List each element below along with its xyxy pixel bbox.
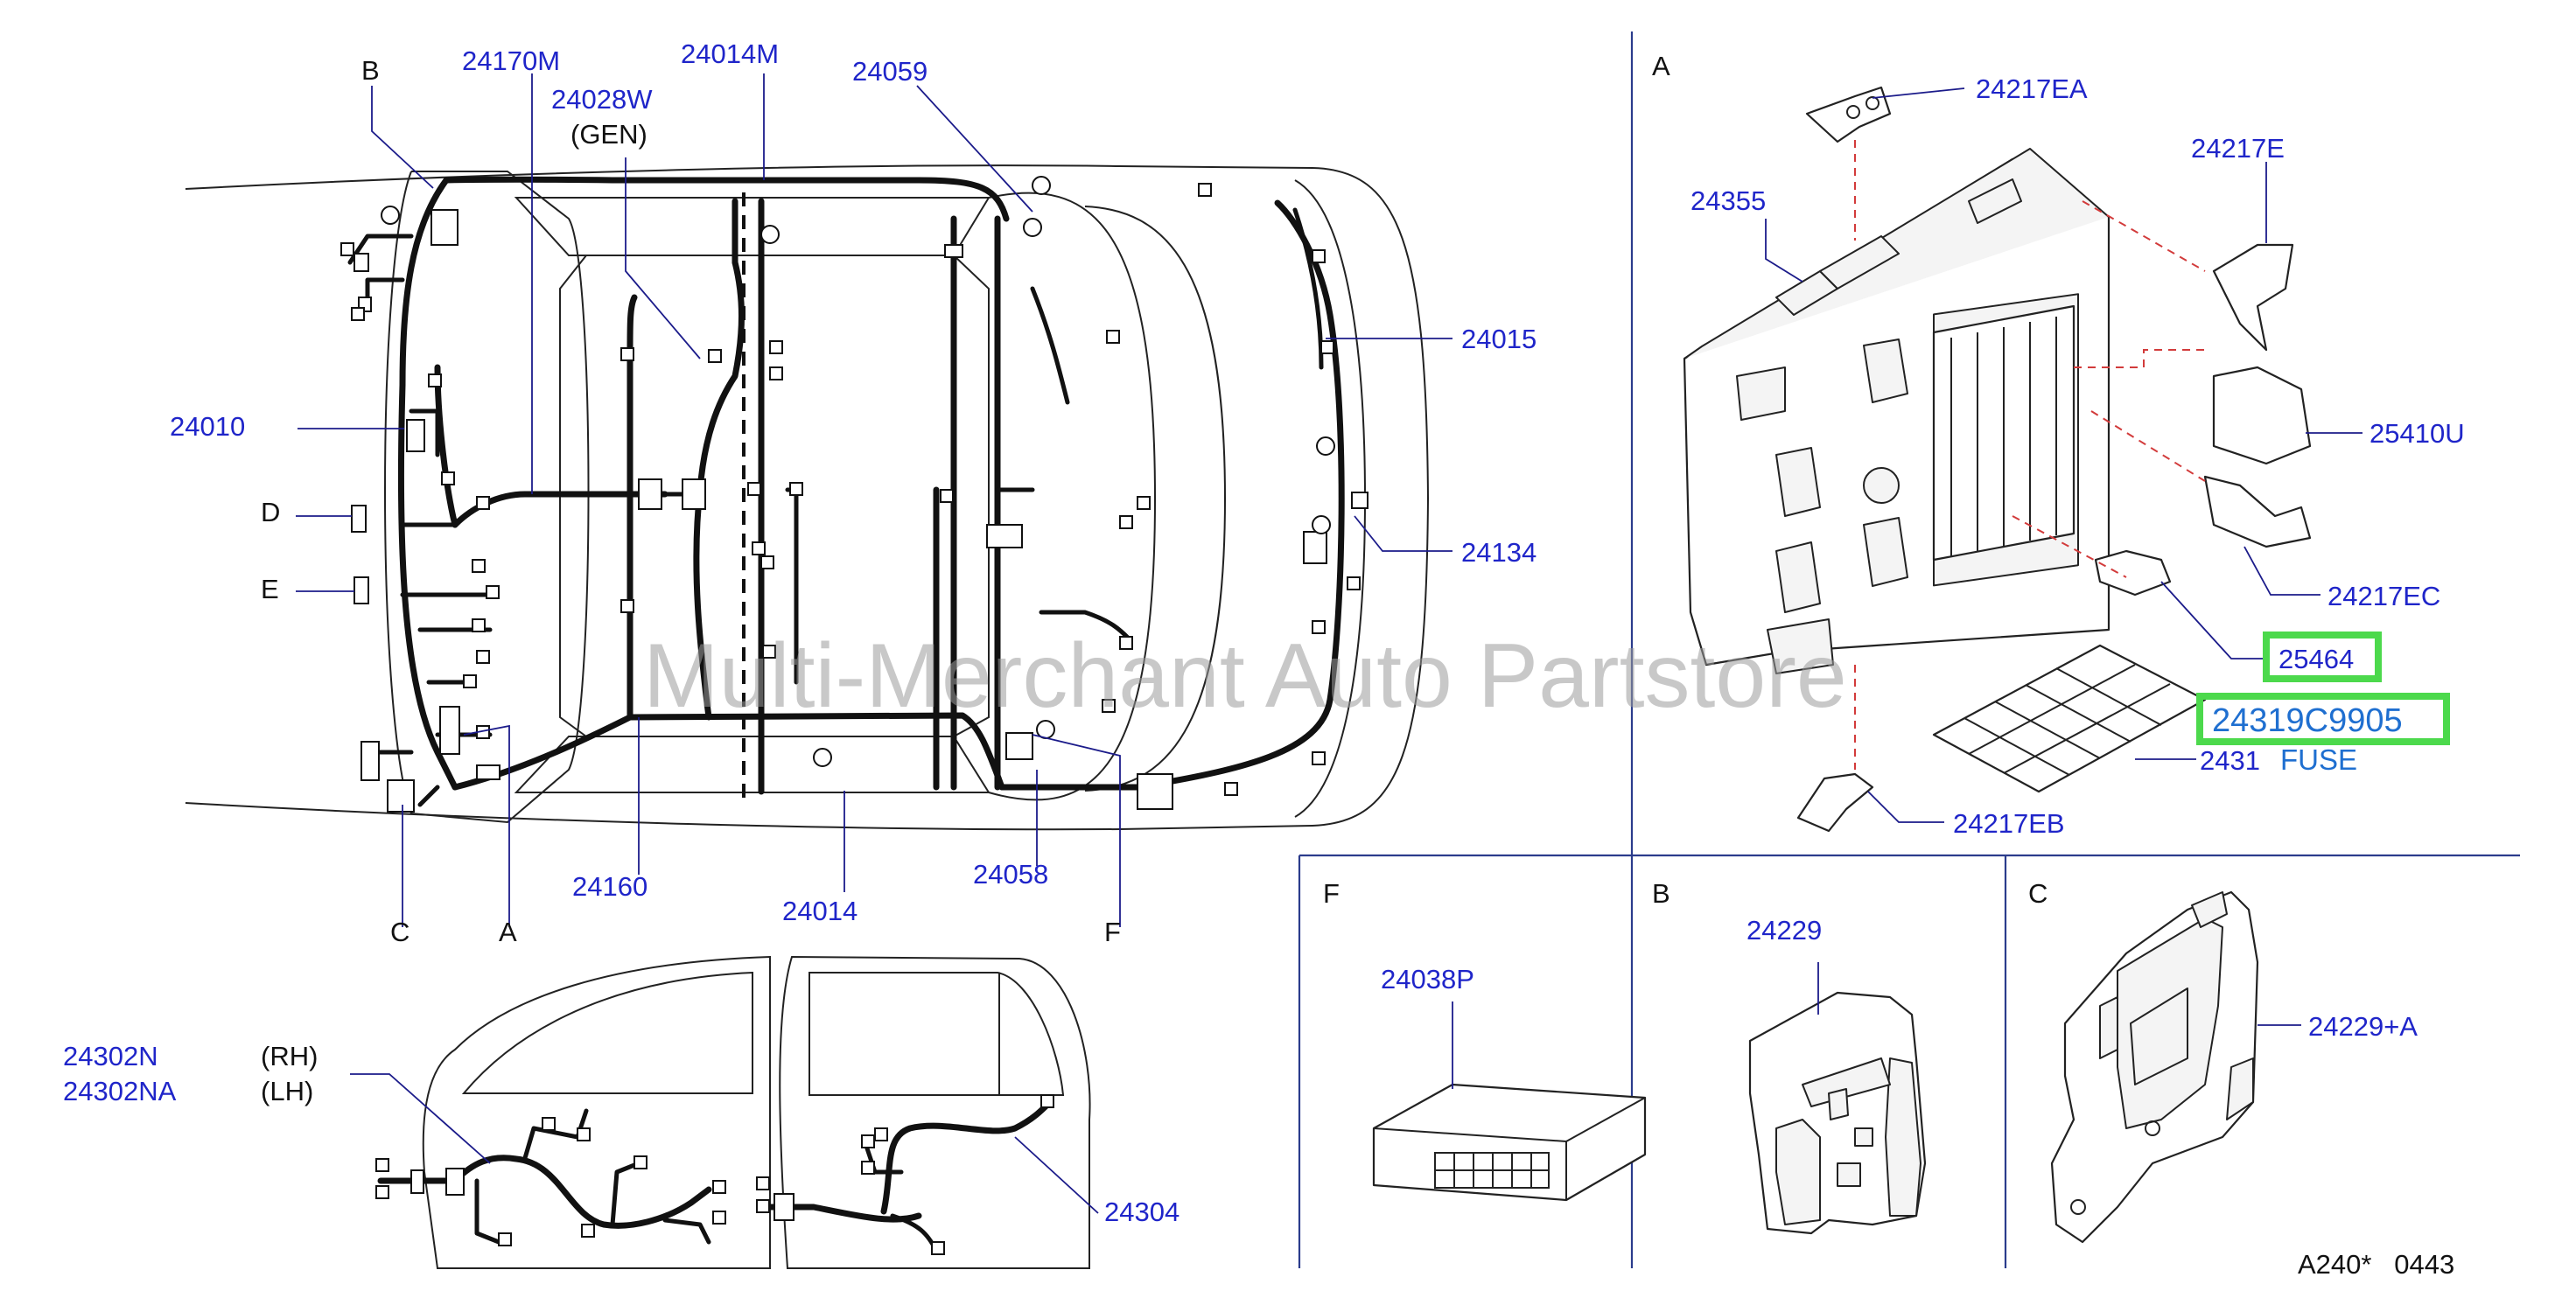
car-connectors <box>340 176 1368 813</box>
part-number-24038p: 24038P <box>1381 964 1474 994</box>
part-number-24319c9905: 24319C9905 <box>2212 702 2403 739</box>
part-number-24014m: 24014M <box>681 38 779 69</box>
rh-label: (RH) <box>261 1041 318 1071</box>
part-number-24217ea: 24217EA <box>1976 73 2088 104</box>
panel-label-a: A <box>1652 51 1670 81</box>
car-body-outline <box>185 164 1430 831</box>
part-number-24217eb: 24217EB <box>1953 808 2065 839</box>
part-number-24217ec: 24217EC <box>2328 581 2440 611</box>
part-number-24059: 24059 <box>852 56 928 87</box>
junction-block-drawing <box>1683 86 2362 833</box>
section-label-e: E <box>261 574 279 604</box>
part-number-24028w: 24028W <box>551 84 653 115</box>
part-number-24010: 24010 <box>170 411 245 442</box>
diagram-code: A240* 0443 <box>2298 1249 2454 1280</box>
panel-separators <box>1298 31 2520 1268</box>
part-number-24170m: 24170M <box>462 45 560 76</box>
relay-block-drawing <box>1372 1001 1647 1202</box>
part-number-25464: 25464 <box>2278 644 2354 674</box>
part-number-24058: 24058 <box>973 859 1048 890</box>
bracket-24229-drawing <box>1748 962 1927 1235</box>
part-number-24134: 24134 <box>1461 537 1536 568</box>
door-drawings <box>350 955 1099 1269</box>
part-number-24304: 24304 <box>1104 1197 1180 1227</box>
highlight-box-24319c9905 <box>2196 693 2450 745</box>
highlight-box-25464 <box>2263 632 2382 682</box>
part-number-24160: 24160 <box>572 871 648 902</box>
section-label-a: A <box>499 917 517 947</box>
car-leader-lines <box>296 73 1452 927</box>
section-label-f: F <box>1104 917 1121 947</box>
part-number-24229-a: 24229+A <box>2308 1011 2418 1042</box>
section-label-d: D <box>261 497 280 527</box>
part-number-24355: 24355 <box>1690 185 1766 216</box>
panel-label-f: F <box>1323 878 1340 909</box>
watermark: Multi-Merchant Auto Partstore <box>643 625 1847 727</box>
part-number-24229: 24229 <box>1746 915 1822 946</box>
section-label-c: C <box>390 917 410 947</box>
fuse-label: FUSE <box>2280 743 2357 776</box>
panel-label-c: C <box>2028 878 2048 909</box>
part-number-24302n: 24302N <box>63 1041 158 1071</box>
part-number-2431: 2431 <box>2200 745 2260 776</box>
part-number-24302na: 24302NA <box>63 1076 177 1106</box>
part-number-24014: 24014 <box>782 896 858 926</box>
part-number-25410u: 25410U <box>2370 418 2465 449</box>
bracket-24229a-drawing <box>2050 890 2301 1244</box>
part-number-24015: 24015 <box>1461 324 1536 354</box>
lh-label: (LH) <box>261 1076 313 1106</box>
part-number-24217e: 24217E <box>2191 133 2285 164</box>
panel-label-b: B <box>1652 878 1670 909</box>
gen-label: (GEN) <box>570 119 648 150</box>
section-label-b: B <box>361 55 380 86</box>
